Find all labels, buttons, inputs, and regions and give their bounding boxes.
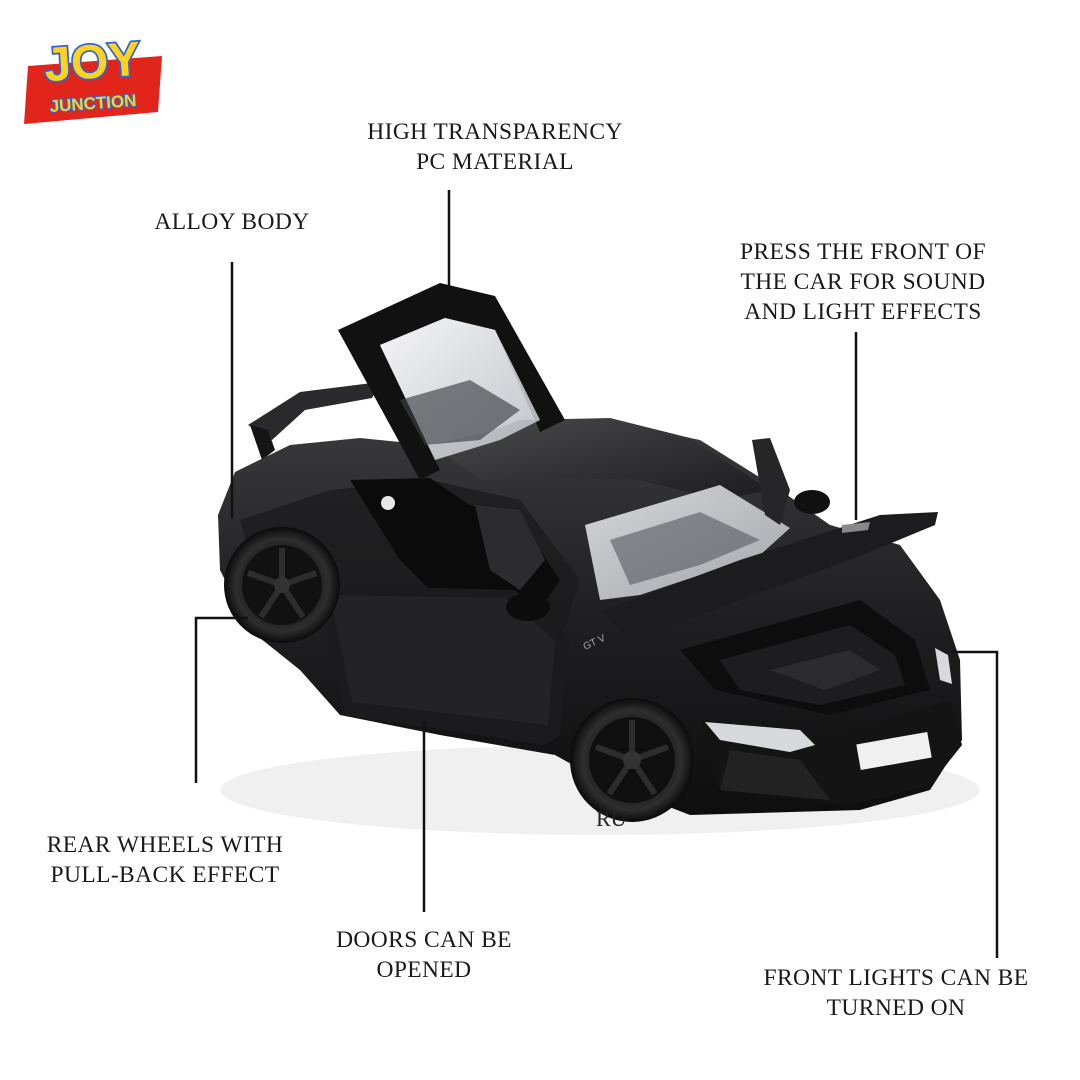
- feature-doors-label: DOORS CAN BE OPENED: [336, 927, 512, 983]
- feature-wheels-label: REAR WHEELS WITH PULL-BACK EFFECT: [46, 832, 284, 888]
- stray-text-fragment: RU: [596, 806, 627, 831]
- feature-lights-label: FRONT LIGHTS CAN BE TURNED ON: [763, 965, 1029, 1021]
- feature-alloy-label: ALLOY BODY: [154, 209, 310, 235]
- joy-junction-logo: JOY JUNCTION: [24, 31, 162, 124]
- feature-transparency-label: HIGH TRANSPARENCY PC MATERIAL: [367, 119, 623, 175]
- logo-word-joy: JOY: [43, 33, 143, 93]
- feature-sound-label: PRESS THE FRONT OF THE CAR FOR SOUND AND…: [740, 239, 986, 325]
- leader-wheels: [194, 616, 248, 783]
- leader-lights: [952, 650, 999, 958]
